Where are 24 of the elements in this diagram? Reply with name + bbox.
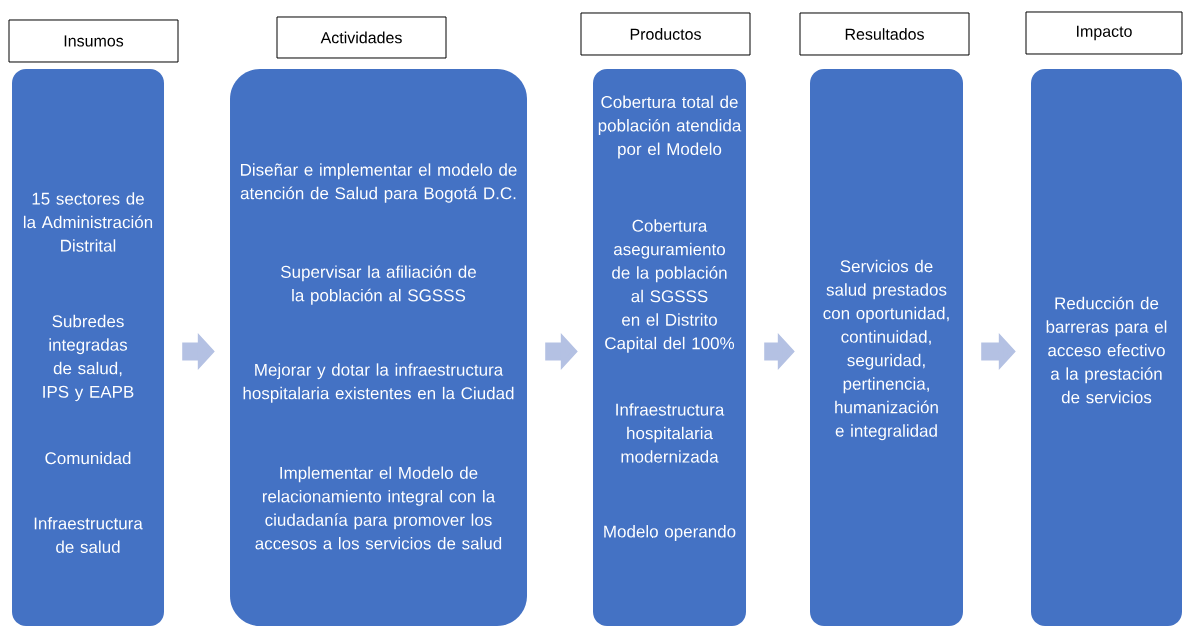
column-text: Mejorar y dotar la infraestructura hospitalaria existentes en la Ciudad [243, 363, 514, 403]
column-text: Comunidad [45, 451, 131, 465]
column-text: Subredes integradas de salud, IPS y EAPB [43, 314, 134, 402]
column-text: Infraestructura hospitalaria modernizada [616, 403, 725, 463]
column-box [593, 69, 746, 626]
column-text: Cobertura aseguramiento de la población al SGSSS en el Distrito Capital del 100% [605, 219, 735, 353]
column-text: Servicios de salud prestados con oportunidad, continuidad, seguridad, pertinencia, humanización e integralidad [823, 259, 949, 441]
header-box: Productos [580, 12, 751, 56]
column-text: Implementar el Modelo de relacionamiento integral con la ciudadanía para promover los accesos a los servicios de salud [255, 466, 502, 550]
column-text: Infraestructura de salud [34, 517, 143, 553]
column-text: Diseñar e implementar el modelo de atención de Salud para Bogotá D.C. [240, 163, 517, 203]
column-text: Cobertura total de población atendida por el Modelo [598, 95, 742, 159]
header-box: Insumos [8, 19, 179, 63]
column-box [12, 69, 164, 626]
header-box: Actividades [276, 16, 447, 59]
column-box [810, 69, 963, 626]
column-text: 15 sectores de la Administración Distrital [23, 192, 153, 252]
header-box: Impacto [1025, 11, 1183, 55]
header-box: Resultados [799, 12, 970, 56]
column-text: Modelo operando [604, 525, 736, 541]
column-box [1031, 69, 1182, 626]
column-text: Reducción de barreras para el acceso efectivo a la prestación de servicios [1046, 296, 1167, 404]
column-box [230, 69, 527, 626]
column-text: Supervisar la afiliación de la población al SGSSS [281, 265, 476, 305]
